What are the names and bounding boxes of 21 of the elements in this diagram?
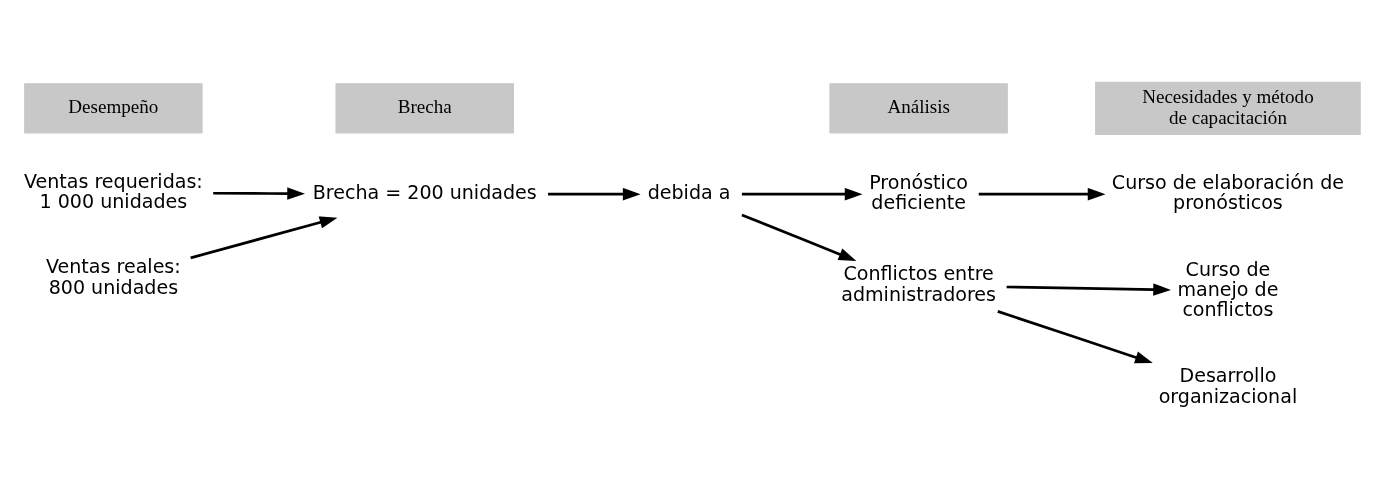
- arrow: [213, 187, 305, 200]
- node-box: Brecha: [335, 83, 514, 134]
- arrow: [548, 187, 641, 201]
- node-box: Desempeño: [24, 83, 203, 134]
- node-box: Necesidades y método de capacitación: [1095, 81, 1361, 135]
- node-text: Curso de elaboración de pronósticos: [1111, 171, 1345, 214]
- node-text: Desarrollo organizacional: [1158, 364, 1298, 407]
- arrow: [190, 216, 338, 260]
- node-text: Curso de manejo de conflictos: [1177, 257, 1279, 321]
- node-text: Conflictos entre administradores: [841, 262, 997, 305]
- node-text: Pronóstico deficiente: [869, 171, 969, 214]
- arrow: [997, 310, 1153, 364]
- node-box: Análisis: [829, 83, 1008, 134]
- node-text: Brecha = 200 unidades: [312, 181, 537, 204]
- node-text: debida a: [647, 181, 731, 204]
- arrow: [978, 187, 1106, 201]
- arrow: [741, 213, 857, 261]
- arrow: [741, 187, 863, 201]
- node-text: Ventas requeridas: 1 000 unidades: [23, 169, 203, 213]
- node-text: Ventas reales: 800 unidades: [46, 255, 181, 298]
- arrow: [1006, 283, 1171, 296]
